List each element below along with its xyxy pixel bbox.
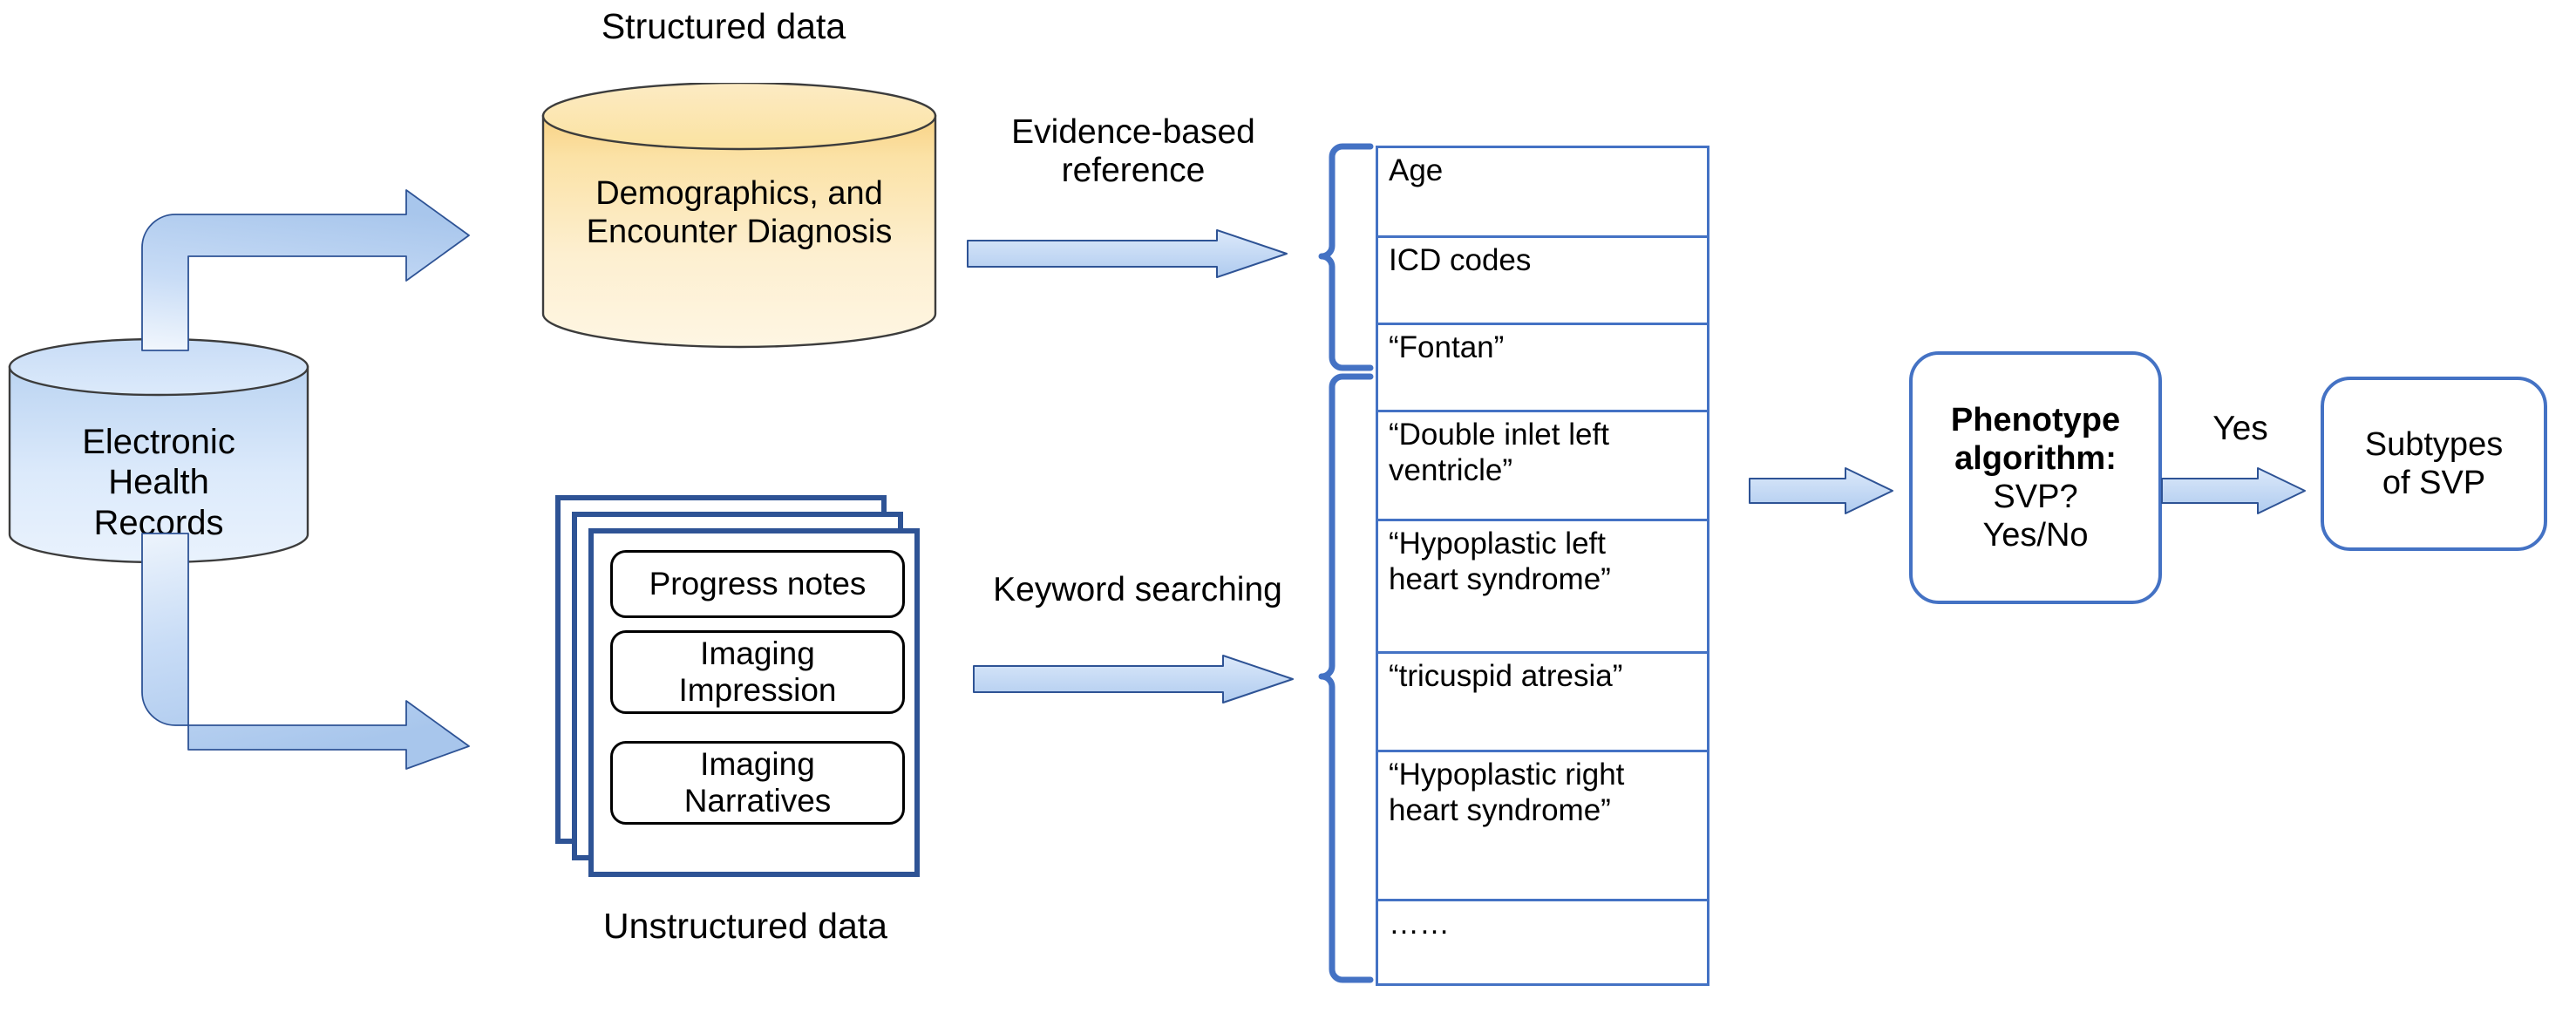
arrow-right-icon xyxy=(967,229,1288,278)
table-row[interactable]: “Fontan” xyxy=(1378,325,1707,412)
structured-database-cylinder: Demographics, and Encounter Diagnosis xyxy=(540,83,938,349)
yes-arrow-label: Yes xyxy=(2212,410,2268,447)
table-row[interactable]: “Double inlet left ventricle” xyxy=(1378,412,1707,521)
arrow-right-icon xyxy=(973,655,1294,703)
document-sheet-front: Progress notes Imaging Impression Imagin… xyxy=(588,528,920,877)
brace-structured xyxy=(1318,143,1374,371)
subtypes-of-svp-node[interactable]: Subtypes of SVP xyxy=(2321,377,2547,551)
keyword-searching-label: Keyword searching xyxy=(993,571,1282,608)
table-row[interactable]: “Hypoplastic right heart syndrome” xyxy=(1378,752,1707,901)
table-row[interactable]: “tricuspid atresia” xyxy=(1378,654,1707,752)
phenotype-algorithm-title: Phenotype algorithm: xyxy=(1950,401,2121,477)
phenotype-algorithm-subtitle: SVP? Yes/No xyxy=(1982,479,2089,554)
arrow-right-icon xyxy=(1749,467,1893,514)
evidence-based-reference-label: Evidence-based reference xyxy=(1011,113,1255,189)
table-row[interactable]: …… xyxy=(1378,901,1707,986)
unstructured-data-caption: Unstructured data xyxy=(603,906,887,946)
table-row[interactable]: “Hypoplastic left heart syndrome” xyxy=(1378,521,1707,654)
document-item-imaging-narratives: Imaging Narratives xyxy=(610,741,905,825)
arrow-right-icon xyxy=(2161,467,2306,514)
curved-arrow-down-right-icon xyxy=(141,533,470,770)
structured-data-caption: Structured data xyxy=(601,6,846,46)
phenotype-algorithm-node[interactable]: Phenotype algorithm: SVP? Yes/No xyxy=(1909,351,2162,604)
table-row[interactable]: ICD codes xyxy=(1378,238,1707,325)
structured-cylinder-label: Demographics, and Encounter Diagnosis xyxy=(586,175,893,251)
document-item-imaging-impression: Imaging Impression xyxy=(610,630,905,714)
brace-keywords xyxy=(1318,373,1374,983)
curved-arrow-up-right-icon xyxy=(141,189,470,351)
document-item-progress-notes: Progress notes xyxy=(610,550,905,618)
database-cylinder-icon xyxy=(541,83,937,349)
ehr-label: Electronic Health Records xyxy=(82,423,235,542)
table-row[interactable]: Age xyxy=(1378,148,1707,238)
criteria-list: Age ICD codes “Fontan” “Double inlet lef… xyxy=(1376,146,1709,986)
